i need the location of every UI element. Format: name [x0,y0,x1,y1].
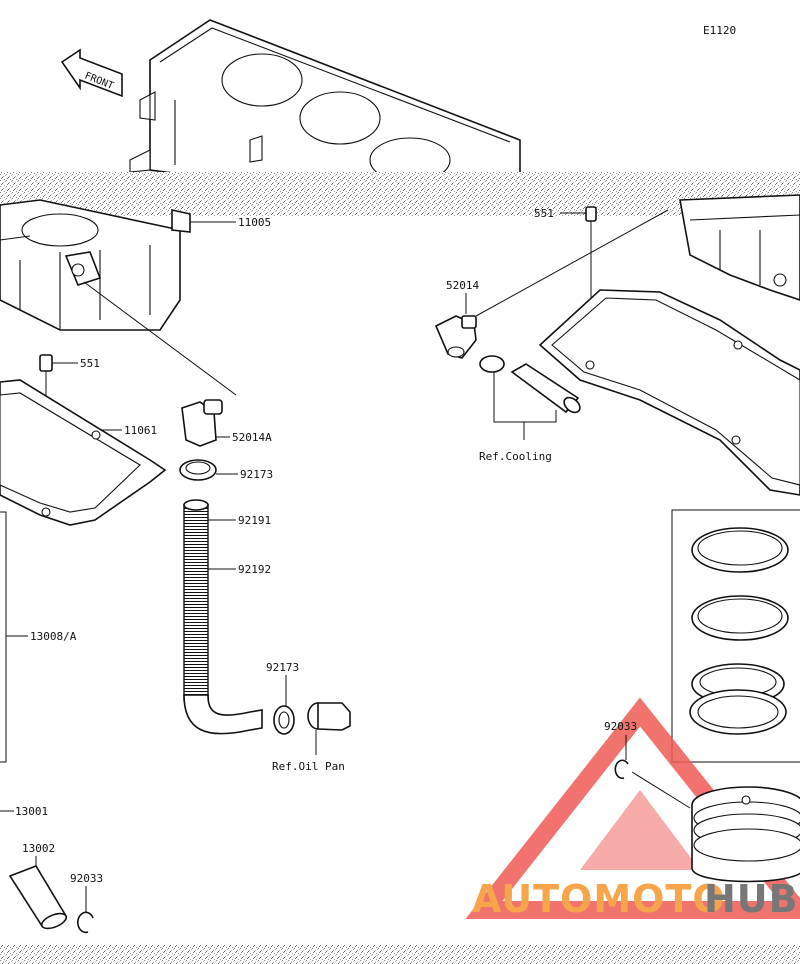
piston-ring-top [691,527,789,573]
label-52014A: 52014A [232,431,272,444]
label-92033-left: 92033 [70,872,103,885]
ref-cooling-label: Ref.Cooling [479,450,552,463]
piston-pin-13002 [8,865,68,930]
oil-pan-fitting [307,702,351,731]
piston-ring-second [691,595,789,641]
piston-ring-oil [689,663,787,735]
bracket-13008A [0,511,7,763]
dowel-pin-551-left [39,354,53,372]
fitting-52014 [434,315,477,359]
gasket-11061-right [538,289,800,496]
label-13001: 13001 [15,805,48,818]
watermark-text-primary: AUTOMOTO [472,877,726,921]
label-52014: 52014 [446,279,479,292]
label-92033-right: 92033 [604,720,637,733]
label-11005: 11005 [238,216,271,229]
scan-noise-band-bottom [0,945,800,964]
dowel-pin-551-right [585,206,597,222]
scan-noise-band [0,172,800,216]
label-13002: 13002 [22,842,55,855]
label-92173-lower: 92173 [266,661,299,674]
label-92192: 92192 [238,563,271,576]
clamp-92173-lower [273,705,295,735]
front-arrow-icon: FRONT [60,48,123,98]
piston-ring-set-box [671,509,800,763]
piston [691,786,800,883]
label-11061: 11061 [124,424,157,437]
cylinder-block-upper [129,19,521,211]
label-13008A: 13008/A [30,630,77,643]
cylinder-block-left [0,199,191,331]
watermark-text-secondary: HUB [704,877,799,921]
label-92173-upper: 92173 [240,468,273,481]
clamp-92173-upper [179,459,217,481]
diagram-code: E1120 [703,24,736,37]
ref-oil-pan-label: Ref.Oil Pan [272,760,345,773]
label-551-left: 551 [80,357,100,370]
circlip-92033-left [77,911,94,934]
gasket-11061-left [0,379,167,526]
hose-92191-92192 [183,499,263,735]
circlip-92033-right [614,759,629,780]
label-551-right: 551 [534,207,554,220]
fitting-52014A [181,399,223,447]
label-92191: 92191 [238,514,271,527]
cooling-hose [479,355,581,414]
cylinder-block-right [679,194,800,301]
